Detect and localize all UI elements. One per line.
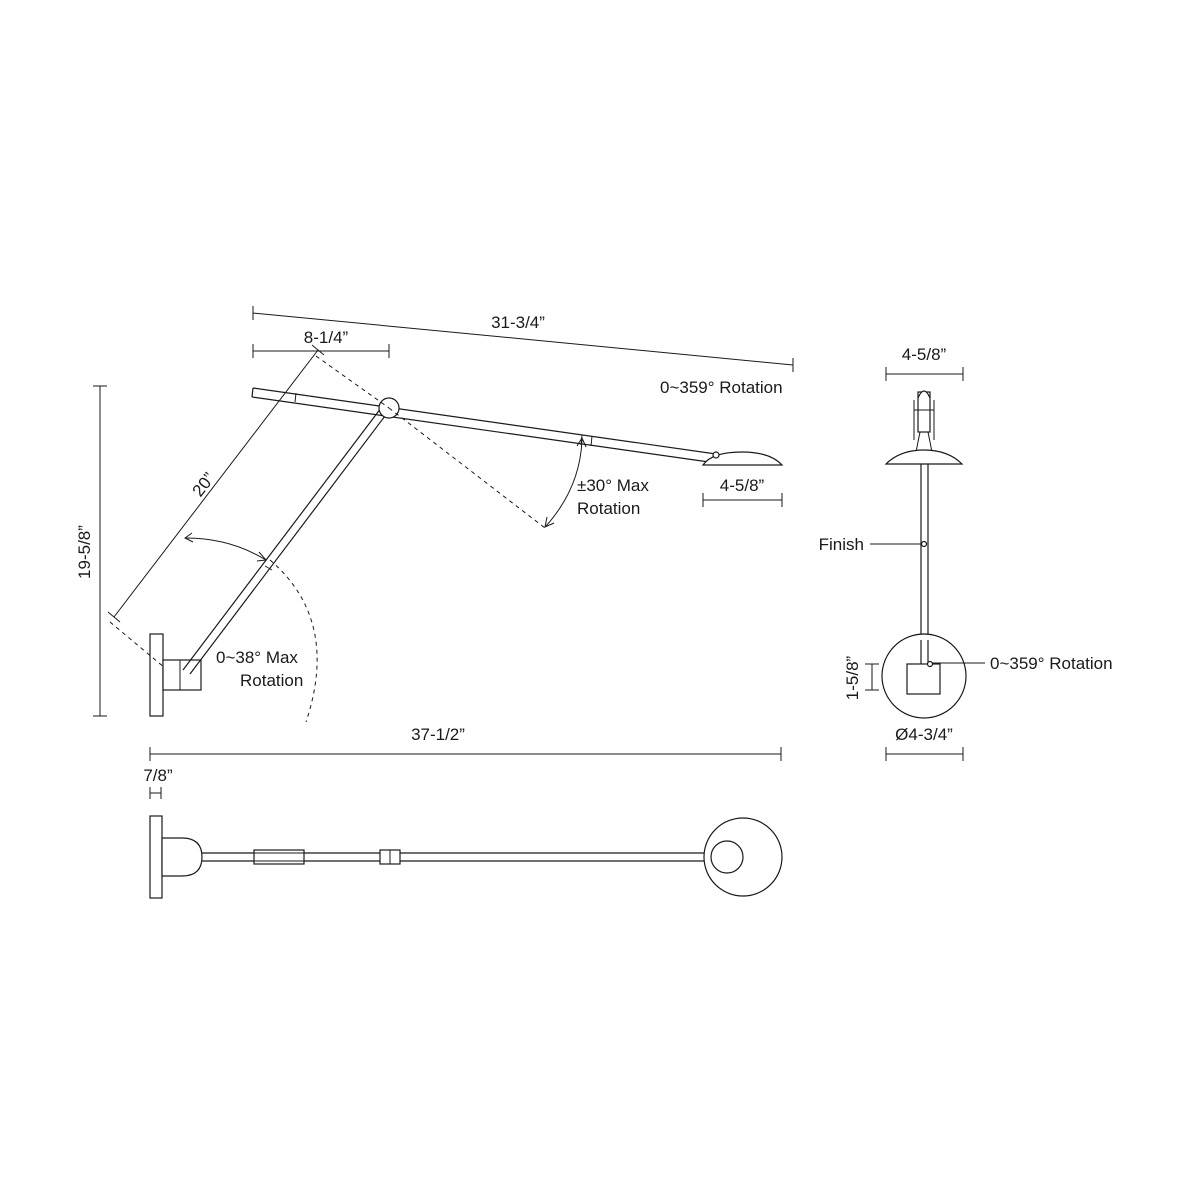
label-finish: Finish (819, 535, 864, 554)
wall-knuckle (162, 659, 202, 691)
label-pivot-offset: 8-1/4” (304, 328, 349, 347)
front-knuckle (906, 663, 941, 695)
label-canopy-rotation: 0~359° Rotation (990, 654, 1113, 673)
front-view: 4-5/8” Finish 0~359° Rotation 1-5/8” (819, 345, 1113, 761)
label-height: 19-5/8” (75, 525, 94, 579)
upper-arm (252, 387, 717, 455)
label-overall-reach: 31-3/4” (491, 313, 545, 332)
label-lower-arm: 20” (189, 469, 219, 500)
label-total-length: 37-1/2” (411, 725, 465, 744)
side-view: 31-3/4” 8-1/4” 20” 19-5/8” 0~359° Rotati… (75, 306, 794, 723)
top-backplate (149, 815, 163, 899)
label-base-tilt-2: Rotation (240, 671, 303, 690)
label-base-tilt-1: 0~38° Max (216, 648, 298, 667)
base-angle-arc (185, 537, 267, 561)
front-shade (884, 449, 964, 465)
base-rotation-arc (269, 559, 318, 723)
top-arm-sleeve (253, 849, 305, 865)
dim-overall-reach (252, 312, 794, 366)
label-canopy-diameter: Ø4-3/4” (895, 725, 953, 744)
top-knuckle (161, 837, 203, 877)
lower-arm (182, 407, 382, 671)
arm-angle-arc (545, 439, 583, 527)
top-shade-cap (710, 840, 744, 874)
label-mount-height: 1-5/8” (843, 655, 862, 700)
dim-lower-arm (113, 349, 319, 618)
label-arm-tilt-1: ±30° Max (577, 476, 649, 495)
label-shade-front: 4-5/8” (902, 345, 947, 364)
lamp-shade-side (701, 451, 784, 466)
label-head-rotation: 0~359° Rotation (660, 378, 783, 397)
label-arm-tilt-2: Rotation (577, 499, 640, 518)
label-shade-side: 4-5/8” (720, 476, 765, 495)
top-view: 37-1/2” 7/8” (143, 725, 783, 899)
wall-backplate (149, 633, 164, 717)
label-backplate-depth: 7/8” (143, 766, 173, 785)
